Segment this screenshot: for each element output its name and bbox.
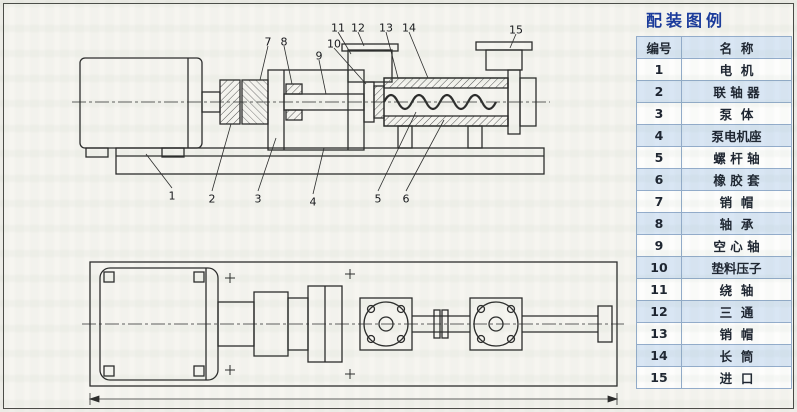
legend-cell-name: 垫料压子 [681,256,792,279]
pump-side-section-drawing [72,31,550,195]
legend-header-row: 编号 名 称 [636,36,792,59]
leader-lines [145,31,517,195]
callout-2: 2 [208,192,216,206]
legend-cell-number: 3 [636,102,682,125]
legend-cell-name: 螺 杆 轴 [681,146,792,169]
legend-col-number: 编号 [636,36,682,59]
legend-cell-number: 10 [636,256,682,279]
legend-cell-number: 4 [636,124,682,147]
legend-cell-number: 6 [636,168,682,191]
legend-cell-number: 13 [636,322,682,345]
callout-4: 4 [309,195,317,209]
legend-cell-name: 轴 承 [681,212,792,235]
legend-cell-number: 5 [636,146,682,169]
legend-cell-name: 绕 轴 [681,278,792,301]
legend-cell-name: 进 口 [681,366,792,389]
base-plate-section [115,125,545,175]
legend-cell-name: 泵 体 [681,102,792,125]
legend-title: 配装图例 [646,11,727,30]
flange-b-plan [469,297,523,351]
legend-cell-number: 7 [636,190,682,213]
pipe-plan [412,309,470,339]
coupling-section [219,79,269,125]
pump-body-plan [253,285,343,363]
inlet-end-section [475,41,537,135]
screw-shaft-section [383,93,497,111]
dimension-line [88,393,619,405]
legend-cell-name: 橡 胶 套 [681,168,792,191]
legend-cell-number: 2 [636,80,682,103]
callout-15: 15 [509,23,523,37]
legend-cell-number: 11 [636,278,682,301]
legend-col-name: 名 称 [681,36,792,59]
callout-11: 11 [331,21,345,35]
end-pipe-plan [522,305,613,343]
legend-cell-number: 8 [636,212,682,235]
legend-cell-number: 9 [636,234,682,257]
callout-3: 3 [254,192,262,206]
legend-cell-name: 三 通 [681,300,792,323]
legend-cell-number: 12 [636,300,682,323]
flange-a-plan [359,297,413,351]
drawing-area: 1 2 3 4 5 6 7 8 9 10 11 12 13 14 15 [72,21,624,405]
callout-13: 13 [379,21,393,35]
callout-8: 8 [280,35,288,49]
callout-10: 10 [327,37,341,51]
callout-1: 1 [168,189,176,203]
legend-cell-number: 15 [636,366,682,389]
callout-5: 5 [374,192,382,206]
callout-14: 14 [402,21,416,35]
motor-section [79,57,221,158]
tee-section [341,43,399,83]
callout-12: 12 [351,21,365,35]
legend-cell-name: 空 心 轴 [681,234,792,257]
legend-cell-number: 14 [636,344,682,367]
callout-9: 9 [315,49,323,63]
callout-7: 7 [264,35,272,49]
anchor-bolt-marks [225,269,355,379]
pump-motor-seat-section [267,69,365,151]
legend-cell-name: 电 机 [681,58,792,81]
pump-plan-view-drawing [82,261,624,405]
legend-cell-name: 联 轴 器 [681,80,792,103]
legend-cell-number: 1 [636,58,682,81]
legend-cell-name: 销 帽 [681,322,792,345]
legend-cell-name: 泵电机座 [681,124,792,147]
legend-cell-name: 销 帽 [681,190,792,213]
callout-6: 6 [402,192,410,206]
legend-cell-name: 长 筒 [681,344,792,367]
